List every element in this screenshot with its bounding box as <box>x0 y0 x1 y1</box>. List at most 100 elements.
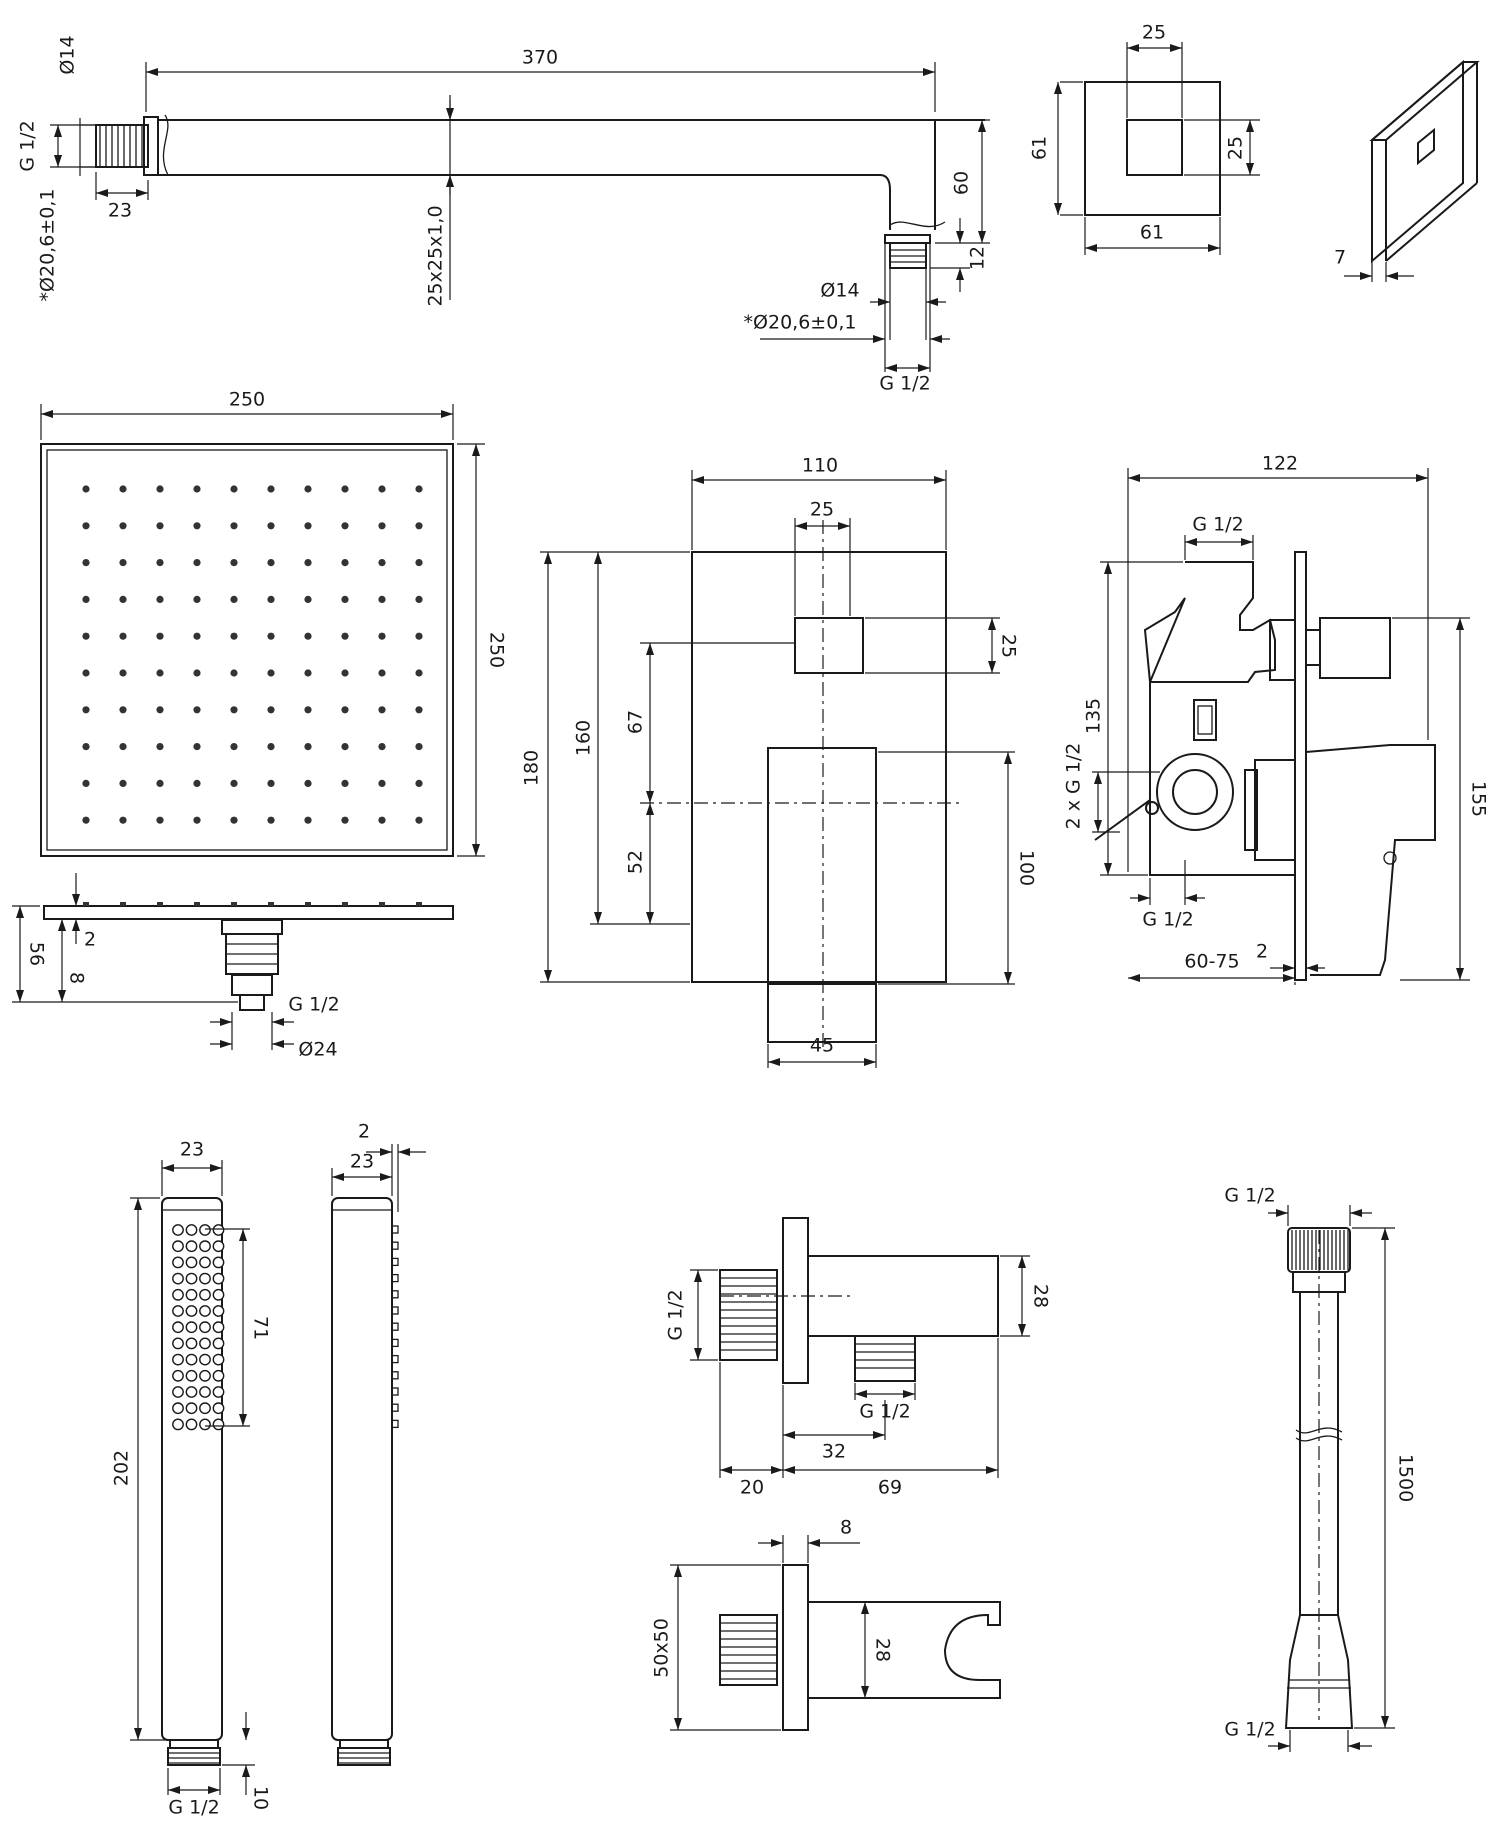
hand-nozzle-tip <box>391 1371 399 1380</box>
hand-nozzle-tip <box>391 1290 399 1299</box>
mixer-side-drawing: 122 G 1/2 135 2 x G 1/2 155 G 1/2 60-75 … <box>1063 453 1490 985</box>
hand-nozzle <box>212 1337 225 1350</box>
nozzle-dot <box>378 485 386 493</box>
nozzle-dot <box>119 595 127 604</box>
nozzle-dot <box>82 632 90 640</box>
hand-nozzle-tip <box>391 1387 399 1396</box>
nozzle-dot <box>230 779 238 788</box>
hand-nozzle <box>172 1305 184 1317</box>
hand-nozzle <box>172 1353 184 1366</box>
elbow-body-length-label: 69 <box>878 1477 902 1499</box>
holder-size-label: 50x50 <box>651 1618 673 1678</box>
nozzle-dot <box>415 706 423 714</box>
nozzle-dot <box>193 706 201 714</box>
nozzle-tip <box>342 902 348 906</box>
hand-thread-label: G 1/2 <box>168 1797 219 1819</box>
nozzle-dot <box>267 522 275 530</box>
nozzle-dot <box>230 632 238 640</box>
hand-nozzle <box>212 1256 225 1269</box>
nozzle-dot <box>82 706 90 714</box>
head-width-label: 250 <box>229 389 265 411</box>
hand-nozzle <box>172 1386 184 1398</box>
nozzle-dot <box>193 485 201 493</box>
nozzle-dot <box>267 706 275 714</box>
mixer-side-range-label: 60-75 <box>1184 951 1239 973</box>
nozzle-dot <box>230 485 238 493</box>
hand-thread-length-label: 10 <box>250 1786 272 1810</box>
nozzle-dot <box>230 559 238 567</box>
nozzle-tip <box>416 902 422 906</box>
nozzle-dot <box>82 485 90 493</box>
mixer-front-lever-width-label: 45 <box>810 1035 834 1057</box>
nozzle-dot <box>193 816 201 824</box>
hand-nozzle <box>172 1418 184 1431</box>
nozzle-dot <box>378 779 386 788</box>
nozzle-dot <box>415 522 423 530</box>
hand-nozzle <box>172 1288 184 1301</box>
hand-nozzle-tip <box>391 1225 399 1234</box>
nozzle-dot <box>82 779 90 788</box>
nozzle-dot <box>378 816 386 824</box>
head-total-height-label: 56 <box>26 942 48 966</box>
flange-width-label: 61 <box>1140 222 1164 244</box>
nozzle-dot <box>193 559 201 567</box>
hand-nozzle <box>172 1256 184 1269</box>
hand-nozzle <box>172 1224 184 1236</box>
arm-dia-end-label: Ø14 <box>820 280 859 302</box>
elbow-offset-label: 32 <box>822 1441 846 1463</box>
nozzle-dot <box>341 632 349 640</box>
nozzle-tip <box>231 902 237 906</box>
nozzle-dot <box>378 669 386 677</box>
shower-head-drawing: 250 250 2 56 8 G 1/2 <box>12 389 508 1061</box>
nozzle-dot <box>230 743 238 751</box>
nozzle-tip <box>268 902 274 906</box>
mixer-side-height-label: 135 <box>1083 698 1105 734</box>
nozzle-dot <box>304 559 312 567</box>
hand-nozzle <box>212 1321 225 1334</box>
nozzle-dot <box>415 632 423 640</box>
hand-nozzle <box>185 1369 198 1382</box>
nozzle-dot <box>82 595 90 604</box>
hand-nozzle <box>212 1224 225 1236</box>
shower-head-nozzles <box>82 485 423 824</box>
nozzle-dot <box>230 706 238 714</box>
hand-length-label: 202 <box>111 1450 133 1486</box>
nozzle-tip <box>305 902 311 906</box>
nozzle-dot <box>415 595 423 604</box>
nozzle-dot <box>119 816 127 824</box>
nozzle-dot <box>156 779 164 788</box>
mixer-front-knob-height-label: 25 <box>998 634 1020 658</box>
holder-height-label: 28 <box>872 1638 894 1662</box>
elbow-height-label: 28 <box>1030 1284 1052 1308</box>
nozzle-dot <box>82 816 90 824</box>
flange-inner-height-label: 25 <box>1225 136 1247 160</box>
hand-nozzle <box>199 1402 211 1415</box>
nozzle-dot <box>304 595 312 604</box>
hand-nozzle <box>212 1386 225 1398</box>
nozzle-dot <box>341 485 349 493</box>
nozzle-dot <box>119 522 127 530</box>
nozzle-dot <box>415 559 423 567</box>
nozzle-dot <box>267 632 275 640</box>
nozzle-dot <box>82 522 90 530</box>
mixer-front-upper-label: 67 <box>625 710 647 734</box>
nozzle-dot <box>119 669 127 677</box>
hand-side-width-label: 23 <box>350 1151 374 1173</box>
hand-shower-drawing: 23 71 202 10 G 1/2 23 <box>111 1121 426 1819</box>
nozzle-dot <box>267 485 275 493</box>
nozzle-dot <box>156 522 164 530</box>
mixer-side-thread-bottom-label: G 1/2 <box>1142 909 1193 931</box>
nozzle-tip <box>120 902 126 906</box>
hand-nozzle <box>212 1305 225 1317</box>
hand-nozzle <box>172 1272 184 1285</box>
hand-nozzle-tip <box>391 1419 399 1429</box>
nozzle-dot <box>267 743 275 751</box>
nozzle-dot <box>156 485 164 493</box>
nozzle-dot <box>119 743 127 751</box>
hand-nozzle <box>185 1288 198 1301</box>
hose-thread-top-label: G 1/2 <box>1224 1185 1275 1207</box>
flange-height-label: 61 <box>1029 136 1051 160</box>
nozzle-dot <box>341 559 349 567</box>
nozzle-dot <box>193 632 201 640</box>
